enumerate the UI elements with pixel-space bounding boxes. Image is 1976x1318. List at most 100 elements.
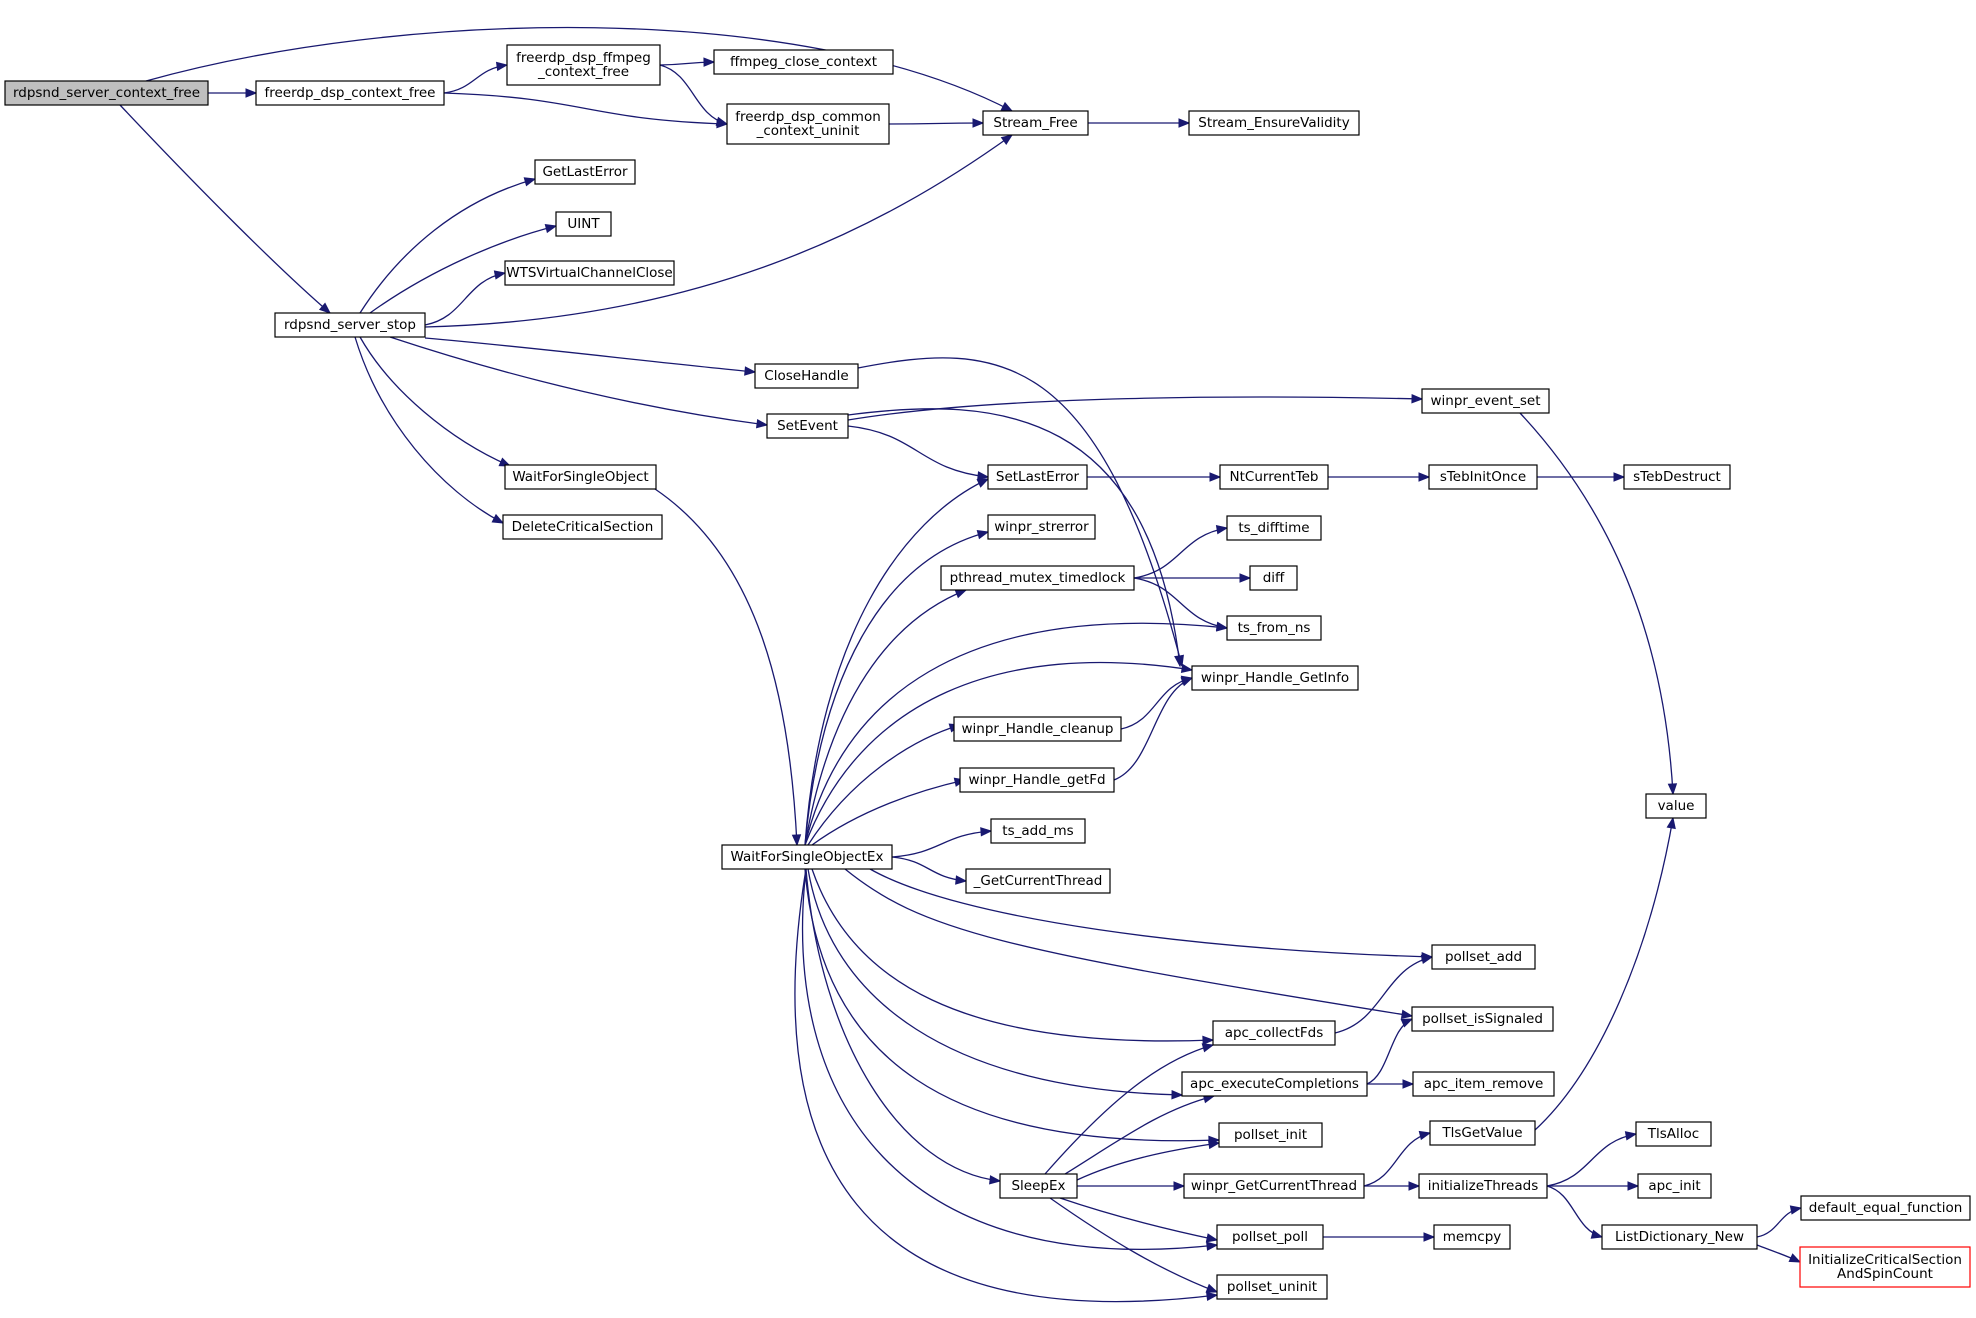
edge-freerdp_dsp_ffmpeg_context_free-to-ffmpeg_close_context xyxy=(659,57,716,67)
node-label: rdpsnd_server_stop xyxy=(284,317,416,333)
edge-rdpsnd_server_context_free-to-freerdp_dsp_context_free xyxy=(208,88,258,98)
node-ListDictionary_New[interactable]: ListDictionary_New xyxy=(1601,1224,1758,1250)
node-label: diff xyxy=(1263,570,1285,586)
edge-winpr_event_set-to-value xyxy=(1519,412,1678,796)
edge-rdpsnd_server_stop-to-CloseHandle xyxy=(424,337,757,376)
node-ts_difftime[interactable]: ts_difftime xyxy=(1226,515,1322,541)
edge-pthread_mutex_timedlock-to-ts_difftime xyxy=(1133,524,1229,579)
node-pollset_init[interactable]: pollset_init xyxy=(1218,1122,1323,1148)
node-winpr_event_set[interactable]: winpr_event_set xyxy=(1421,388,1550,414)
node-WaitForSingleObject[interactable]: WaitForSingleObject xyxy=(504,464,657,490)
edge-apc_collectFds-to-pollset_add xyxy=(1334,954,1434,1034)
node-label: NtCurrentTeb xyxy=(1230,469,1319,485)
edge-Stream_Free-to-Stream_EnsureValidity xyxy=(1088,118,1191,128)
node-NtCurrentTeb[interactable]: NtCurrentTeb xyxy=(1219,464,1329,490)
node-label: ffmpeg_close_context xyxy=(730,54,877,70)
node-sTebDestruct[interactable]: sTebDestruct xyxy=(1623,464,1731,490)
node-Stream_EnsureValidity[interactable]: Stream_EnsureValidity xyxy=(1188,110,1360,136)
node-winpr_Handle_cleanup[interactable]: winpr_Handle_cleanup xyxy=(953,716,1122,742)
edge-pollset_poll-to-memcpy xyxy=(1323,1232,1436,1242)
node-apc_item_remove[interactable]: apc_item_remove xyxy=(1412,1071,1555,1097)
node-label: apc_init xyxy=(1648,1178,1700,1194)
node-label: winpr_Handle_cleanup xyxy=(961,721,1113,737)
edge-SleepEx-to-pollset_init xyxy=(1076,1139,1221,1181)
node-freerdp_dsp_ffmpeg_context_free[interactable]: freerdp_dsp_ffmpeg_context_free xyxy=(506,44,661,86)
node-SetEvent[interactable]: SetEvent xyxy=(766,413,849,439)
node-label: _GetCurrentThread xyxy=(973,873,1103,889)
node-label: ts_add_ms xyxy=(1002,823,1073,839)
edge-SetEvent-to-winpr_Handle_GetInfo xyxy=(847,408,1184,668)
node-label: winpr_Handle_getFd xyxy=(968,772,1105,788)
node-label: ts_difftime xyxy=(1238,520,1309,536)
nodes-layer: rdpsnd_server_context_free freerdp_dsp_co… xyxy=(4,44,1971,1300)
edge-WaitForSingleObjectEx-to-winpr_strerror xyxy=(804,530,990,846)
node-ts_add_ms[interactable]: ts_add_ms xyxy=(990,818,1086,844)
edge-ListDictionary_New-to-InitializeCriticalSectionAndSpinCount xyxy=(1756,1244,1802,1263)
edge-freerdp_dsp_context_free-to-freerdp_dsp_common_context_uninit xyxy=(443,92,729,129)
node-_GetCurrentThread[interactable]: _GetCurrentThread xyxy=(965,868,1111,894)
node-ffmpeg_close_context[interactable]: ffmpeg_close_context xyxy=(713,49,894,75)
node-freerdp_dsp_context_free[interactable]: freerdp_dsp_context_free xyxy=(255,80,445,106)
node-SetLastError[interactable]: SetLastError xyxy=(987,464,1088,490)
edge-rdpsnd_server_stop-to-DeleteCriticalSection xyxy=(354,336,505,524)
node-rdpsnd_server_context_free[interactable]: rdpsnd_server_context_free xyxy=(4,80,209,106)
edge-freerdp_dsp_common_context_uninit-to-Stream_Free xyxy=(888,118,985,128)
node-CloseHandle[interactable]: CloseHandle xyxy=(754,363,859,389)
node-UINT[interactable]: UINT xyxy=(555,211,612,237)
edge-rdpsnd_server_context_free-to-rdpsnd_server_stop xyxy=(119,104,332,314)
node-pthread_mutex_timedlock[interactable]: pthread_mutex_timedlock xyxy=(940,565,1135,591)
edge-WaitForSingleObjectEx-to-SleepEx xyxy=(805,868,1002,1185)
edge-SetEvent-to-winpr_event_set xyxy=(847,394,1424,421)
node-initializeThreads[interactable]: initializeThreads xyxy=(1418,1173,1548,1199)
node-pollset_uninit[interactable]: pollset_uninit xyxy=(1216,1274,1328,1300)
edge-pthread_mutex_timedlock-to-ts_from_ns xyxy=(1133,577,1229,632)
node-diff[interactable]: diff xyxy=(1249,565,1298,591)
node-label: ts_from_ns xyxy=(1238,620,1311,636)
node-ts_from_ns[interactable]: ts_from_ns xyxy=(1226,615,1322,641)
edge-winpr_GetCurrentThread-to-TlsGetValue xyxy=(1363,1130,1432,1187)
node-winpr_Handle_GetInfo[interactable]: winpr_Handle_GetInfo xyxy=(1191,665,1359,691)
node-winpr_GetCurrentThread[interactable]: winpr_GetCurrentThread xyxy=(1183,1173,1365,1199)
edge-freerdp_dsp_context_free-to-freerdp_dsp_ffmpeg_context_free xyxy=(443,61,509,94)
node-label: winpr_Handle_GetInfo xyxy=(1201,670,1349,686)
node-winpr_strerror[interactable]: winpr_strerror xyxy=(987,514,1096,540)
edge-ListDictionary_New-to-default_equal_function xyxy=(1756,1205,1803,1238)
node-GetLastError[interactable]: GetLastError xyxy=(534,159,636,185)
node-apc_executeCompletions[interactable]: apc_executeCompletions xyxy=(1181,1071,1368,1097)
node-pollset_poll[interactable]: pollset_poll xyxy=(1216,1224,1324,1250)
edge-rdpsnd_server_stop-to-SetEvent xyxy=(389,336,769,429)
node-DeleteCriticalSection[interactable]: DeleteCriticalSection xyxy=(502,514,663,540)
node-pollset_add[interactable]: pollset_add xyxy=(1431,944,1536,970)
node-label: winpr_GetCurrentThread xyxy=(1191,1178,1357,1194)
node-freerdp_dsp_common_context_uninit[interactable]: freerdp_dsp_common_context_uninit xyxy=(726,103,890,145)
node-SleepEx[interactable]: SleepEx xyxy=(999,1173,1078,1199)
edge-WaitForSingleObjectEx-to-pollset_isSignaled xyxy=(844,868,1414,1020)
node-default_equal_function[interactable]: default_equal_function xyxy=(1800,1195,1971,1221)
node-value[interactable]: value xyxy=(1645,793,1707,819)
node-TlsGetValue[interactable]: TlsGetValue xyxy=(1429,1120,1536,1146)
edge-WaitForSingleObjectEx-to-apc_collectFds xyxy=(811,868,1215,1046)
edge-WaitForSingleObjectEx-to-ts_add_ms xyxy=(891,827,993,858)
node-label: freerdp_dsp_common xyxy=(735,109,881,125)
node-label: initializeThreads xyxy=(1428,1178,1539,1194)
edge-winpr_GetCurrentThread-to-initializeThreads xyxy=(1364,1181,1421,1191)
edge-pthread_mutex_timedlock-to-diff xyxy=(1134,573,1252,583)
node-sTebInitOnce[interactable]: sTebInitOnce xyxy=(1428,464,1538,490)
edge-rdpsnd_server_stop-to-Stream_Free xyxy=(424,134,1014,328)
node-rdpsnd_server_stop[interactable]: rdpsnd_server_stop xyxy=(274,312,426,338)
node-label: pollset_add xyxy=(1445,949,1522,965)
node-label: GetLastError xyxy=(542,164,628,180)
node-TlsAlloc[interactable]: TlsAlloc xyxy=(1635,1121,1712,1147)
node-apc_init[interactable]: apc_init xyxy=(1637,1173,1712,1199)
edge-WaitForSingleObjectEx-to-pollset_add xyxy=(869,868,1434,962)
node-WTSVirtualChannelClose[interactable]: WTSVirtualChannelClose xyxy=(504,260,675,286)
node-label: SetLastError xyxy=(996,469,1080,485)
node-apc_collectFds[interactable]: apc_collectFds xyxy=(1212,1020,1336,1046)
node-pollset_isSignaled[interactable]: pollset_isSignaled xyxy=(1411,1006,1554,1032)
node-Stream_Free[interactable]: Stream_Free xyxy=(982,110,1089,136)
node-winpr_Handle_getFd[interactable]: winpr_Handle_getFd xyxy=(959,767,1115,793)
node-memcpy[interactable]: memcpy xyxy=(1433,1224,1511,1250)
node-label: rdpsnd_server_context_free xyxy=(13,85,200,101)
node-WaitForSingleObjectEx[interactable]: WaitForSingleObjectEx xyxy=(721,844,893,870)
